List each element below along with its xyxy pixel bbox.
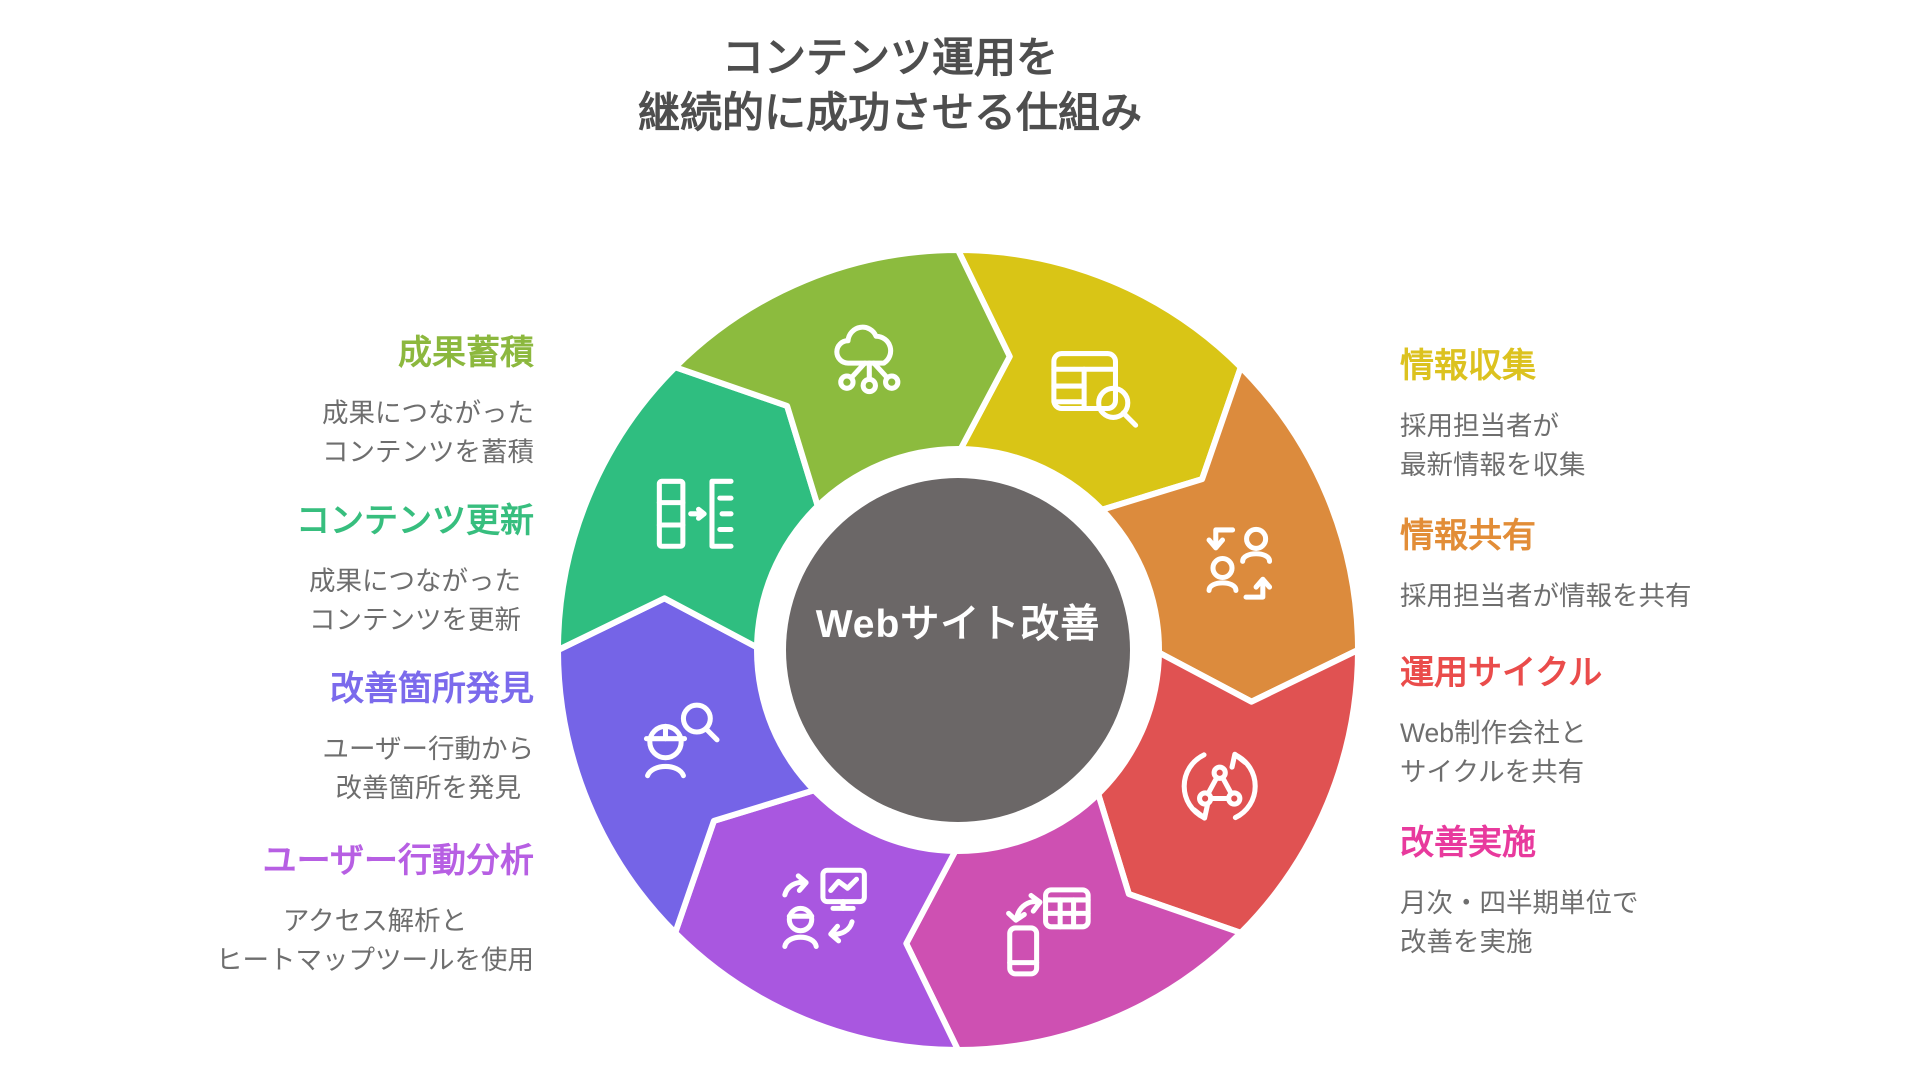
- center-label: Webサイト改善: [815, 603, 1101, 646]
- step-body: アクセス解析とヒートマップツールを使用: [216, 905, 534, 975]
- step-info-share: 情報共有 採用担当者が情報を共有: [1400, 516, 1692, 616]
- step-heading: 改善実施: [1400, 824, 1536, 862]
- step-body: 月次・四半期単位で改善を実施: [1400, 887, 1639, 957]
- step-heading: 運用サイクル: [1400, 654, 1603, 692]
- step-body: 採用担当者が情報を共有: [1400, 580, 1692, 611]
- step-ops-cycle: 運用サイクル Web制作会社とサイクルを共有: [1400, 653, 1602, 792]
- step-heading: ユーザー行動分析: [262, 842, 534, 880]
- step-heading: 情報収集: [1400, 347, 1536, 385]
- page-title-line1: コンテンツ運用を: [721, 34, 1058, 81]
- step-body: 成果につながったコンテンツを蓄積: [322, 397, 534, 467]
- step-heading: 改善箇所発見: [330, 670, 534, 708]
- step-improve-exec: 改善実施 月次・四半期単位で改善を実施: [1400, 823, 1639, 962]
- center-circle: [786, 478, 1130, 822]
- step-body: 成果につながったコンテンツを更新: [309, 565, 521, 635]
- step-find-improvements: 改善箇所発見 ユーザー行動から改善箇所を発見: [323, 669, 534, 808]
- step-heading: 成果蓄積: [398, 334, 534, 372]
- step-body: Web制作会社とサイクルを共有: [1400, 717, 1587, 787]
- page-title: コンテンツ運用を 継続的に成功させる仕組み: [490, 30, 1290, 141]
- step-behavior-analysis: ユーザー行動分析 アクセス解析とヒートマップツールを使用: [216, 841, 534, 980]
- step-heading: 情報共有: [1400, 517, 1536, 555]
- step-heading: コンテンツ更新: [296, 502, 534, 540]
- step-info-collect: 情報収集 採用担当者が最新情報を収集: [1400, 346, 1586, 485]
- page-title-line2: 継続的に成功させる仕組み: [637, 89, 1142, 137]
- step-body: 採用担当者が最新情報を収集: [1400, 410, 1586, 480]
- step-body: ユーザー行動から改善箇所を発見: [322, 733, 534, 803]
- step-results-stock: 成果蓄積 成果につながったコンテンツを蓄積: [322, 333, 534, 472]
- step-content-refresh: コンテンツ更新 成果につながったコンテンツを更新: [296, 501, 534, 640]
